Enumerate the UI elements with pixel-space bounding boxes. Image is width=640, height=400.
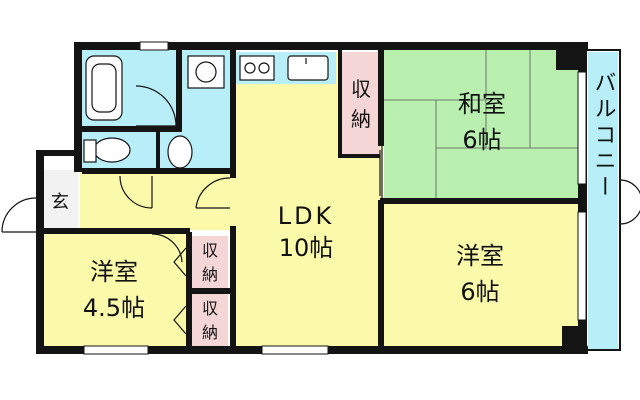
western-room-small-floor: [42, 234, 190, 348]
washbasin: [167, 135, 193, 169]
storage-ldk-label-1: 収: [351, 77, 371, 101]
kitchen-sink: [287, 55, 329, 81]
stove: [239, 55, 275, 81]
entrance-floor: [42, 170, 78, 230]
windows: [83, 41, 587, 355]
japanese-room-name: 和室: [458, 90, 506, 118]
western-room-small-name: 洋室: [90, 258, 138, 286]
storage-lower-label-2: 納: [202, 323, 218, 342]
tatami-lines: [384, 50, 580, 198]
fixtures: [83, 55, 329, 169]
ldk-size: 10帖: [279, 234, 334, 262]
balcony-floor: [588, 52, 618, 350]
storage-upper-floor: [192, 236, 228, 290]
doors: [1, 85, 640, 335]
hallway-floor: [80, 172, 236, 230]
room-fills: [42, 48, 618, 350]
washing-machine: [187, 55, 225, 89]
storage-lower-floor: [192, 294, 228, 348]
storage-upper-label-1: 収: [202, 241, 218, 260]
storage-upper-label-2: 納: [202, 265, 218, 284]
western-room-small-size: 4.5帖: [83, 294, 145, 322]
japanese-room-floor: [384, 50, 580, 200]
labels: 玄 LDK 10帖 和室 6帖 洋室 6帖 洋室 4.5帖 収 納 収 納 収 …: [51, 71, 616, 342]
western-room-large-floor: [384, 204, 580, 348]
balcony-label: バルコニー: [591, 71, 616, 201]
ldk-name: LDK: [278, 202, 335, 230]
entrance-label: 玄: [51, 192, 69, 213]
japanese-room-size: 6帖: [462, 126, 501, 154]
storage-lower-label-1: 収: [202, 299, 218, 318]
western-room-large-name: 洋室: [456, 242, 504, 270]
toilet: [93, 137, 131, 163]
storage-ldk-floor: [342, 52, 380, 156]
western-room-large-size: 6帖: [460, 278, 499, 306]
bathtub: [85, 55, 123, 121]
storage-ldk-label-2: 納: [351, 107, 371, 131]
